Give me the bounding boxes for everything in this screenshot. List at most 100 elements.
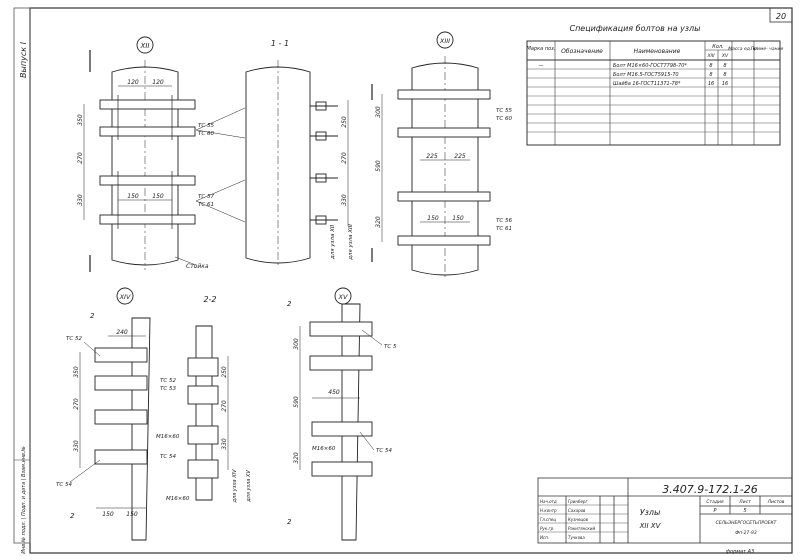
svg-text:ТС 55: ТС 55 (496, 108, 512, 114)
svg-text:Сахаров: Сахаров (568, 508, 586, 513)
svg-text:Гл.спец: Гл.спец (540, 517, 556, 522)
spec-row: Болт М16.5-ГОСТ5915-70 8 8 (613, 72, 727, 78)
svg-text:ТС 61: ТС 61 (198, 202, 214, 208)
svg-text:ТС 57: ТС 57 (198, 194, 214, 200)
svg-text:2: 2 (287, 518, 292, 526)
svg-text:2: 2 (70, 512, 75, 520)
detail-xv-marker: XV (338, 293, 348, 301)
issue-label: Выпуск I (19, 41, 28, 78)
svg-text:150: 150 (127, 193, 139, 200)
svg-text:270: 270 (77, 152, 84, 164)
svg-text:225: 225 (454, 153, 466, 160)
section-1-1: 1 - 1 250 270 330 для узла XII для узла … (195, 39, 354, 268)
svg-text:330: 330 (77, 194, 84, 206)
svg-text:ТС 60: ТС 60 (198, 131, 214, 137)
svg-text:150: 150 (126, 511, 138, 518)
side-strip-label: Инв.№ подл. | Подп. и дата | Взам.инв.№ (21, 446, 27, 553)
svg-text:590: 590 (375, 160, 382, 172)
svg-text:ТС 54: ТС 54 (56, 482, 72, 488)
detail-xii: XII 120 120 150 150 350 270 330 ТС 55 ТС… (77, 36, 214, 272)
spec-head-mark: Марка поз. (527, 46, 556, 52)
svg-text:Н.контр: Н.контр (540, 508, 557, 513)
svg-text:8: 8 (723, 72, 726, 78)
svg-text:270: 270 (341, 152, 348, 164)
svg-text:270: 270 (73, 398, 80, 410)
svg-text:330: 330 (341, 194, 348, 206)
svg-text:Шайба 16-ГОСТ11371-78*: Шайба 16-ГОСТ11371-78* (613, 81, 681, 87)
detail-xiii: XIII 225 225 150 150 300 590 320 ТС 55 Т… (371, 31, 512, 280)
spec-head-qty-a: XIII (706, 53, 715, 59)
section-2-2: 2-2 ТС 52 ТС 53 М16×60 ТС 54 М16×60 250 … (156, 295, 252, 504)
svg-text:330: 330 (221, 438, 228, 450)
svg-text:300: 300 (375, 106, 382, 118)
svg-text:2: 2 (287, 300, 292, 308)
svg-text:ТС 54: ТС 54 (376, 448, 392, 454)
svg-text:Нач.отд: Нач.отд (540, 499, 557, 504)
svg-text:5: 5 (743, 508, 746, 514)
svg-text:250: 250 (221, 366, 228, 378)
svg-text:150: 150 (452, 215, 464, 222)
svg-text:ТС 55: ТС 55 (198, 123, 214, 129)
svg-text:ТС 53: ТС 53 (160, 386, 176, 392)
svg-text:330: 330 (73, 440, 80, 452)
svg-text:250: 250 (341, 116, 348, 128)
svg-text:240: 240 (116, 329, 128, 336)
svg-text:2: 2 (90, 312, 95, 320)
section-1-1-title: 1 - 1 (271, 39, 289, 48)
spec-row: — Болт М16×60-ГОСТ7798-70* 8 8 (539, 63, 727, 69)
svg-text:150: 150 (427, 215, 439, 222)
svg-text:450: 450 (328, 389, 340, 396)
svg-text:320: 320 (375, 216, 382, 228)
svg-text:Лист: Лист (738, 499, 751, 505)
svg-text:М16×60: М16×60 (156, 434, 180, 440)
svg-text:Ракитянский: Ракитянский (568, 526, 595, 531)
svg-text:Болт М16×60-ГОСТ7798-70*: Болт М16×60-ГОСТ7798-70* (613, 63, 687, 69)
spec-head-name: Наименование (634, 48, 681, 55)
spec-head-qty: Кол. (712, 44, 723, 50)
drawing-title: Узлы (640, 508, 661, 517)
svg-text:Стадия: Стадия (706, 499, 724, 505)
svg-text:для узла XIV: для узла XIV (232, 469, 238, 504)
spec-table: Спецификация болтов на узлы Марка поз. О… (526, 24, 784, 146)
svg-text:Фп-27-93: Фп-27-93 (735, 530, 757, 536)
svg-text:Болт М16.5-ГОСТ5915-70: Болт М16.5-ГОСТ5915-70 (613, 72, 679, 78)
svg-text:ТС 52: ТС 52 (66, 336, 82, 342)
svg-text:16: 16 (708, 81, 714, 87)
column-label: Стойка (186, 263, 209, 270)
spec-head-mass: Масса ед. кг (728, 46, 758, 52)
detail-xii-marker: XII (140, 42, 150, 50)
svg-text:Р: Р (713, 508, 716, 514)
detail-xv: XV 2 450 300 590 320 ТС 5 М16×60 ТС 54 2 (287, 287, 397, 541)
svg-text:590: 590 (293, 396, 300, 408)
detail-xiv: XIV 2 240 150 150 350 270 330 ТС 52 ТС 5… (56, 287, 151, 541)
svg-text:ТС 56: ТС 56 (496, 218, 512, 224)
svg-text:225: 225 (426, 153, 438, 160)
svg-text:270: 270 (221, 400, 228, 412)
svg-text:8: 8 (723, 63, 726, 69)
svg-text:16: 16 (722, 81, 728, 87)
svg-text:ТС 54: ТС 54 (160, 454, 176, 460)
svg-text:8: 8 (709, 72, 712, 78)
svg-text:Листов: Листов (767, 499, 785, 505)
spec-head-note: Приме- чание (751, 46, 784, 52)
document-code: 3.407.9-172.1-26 (662, 483, 757, 496)
organization: СЕЛЬЭНЕРГОСЕТЬПРОЕКТ (716, 520, 778, 526)
svg-text:ТС 5: ТС 5 (384, 344, 397, 350)
svg-text:ТС 60: ТС 60 (496, 116, 512, 122)
svg-text:150: 150 (152, 193, 164, 200)
svg-text:XII XV: XII XV (639, 522, 662, 530)
svg-text:—: — (539, 63, 544, 69)
svg-text:Гринберг: Гринберг (568, 499, 588, 504)
svg-text:для узла XV: для узла XV (246, 470, 252, 503)
svg-text:для узла XII: для узла XII (330, 225, 336, 261)
title-block: 3.407.9-172.1-26 Узлы XII XV Стадия Лист… (537, 477, 793, 544)
svg-text:120: 120 (127, 79, 139, 86)
svg-text:Рук.гр.: Рук.гр. (540, 526, 554, 531)
detail-xiv-marker: XIV (119, 293, 131, 301)
svg-text:Исп.: Исп. (540, 535, 549, 540)
spec-head-qty-b: XV (721, 53, 729, 59)
svg-text:120: 120 (152, 79, 164, 86)
page-number: 20 (776, 12, 786, 21)
svg-text:Тучкова: Тучкова (568, 535, 585, 540)
